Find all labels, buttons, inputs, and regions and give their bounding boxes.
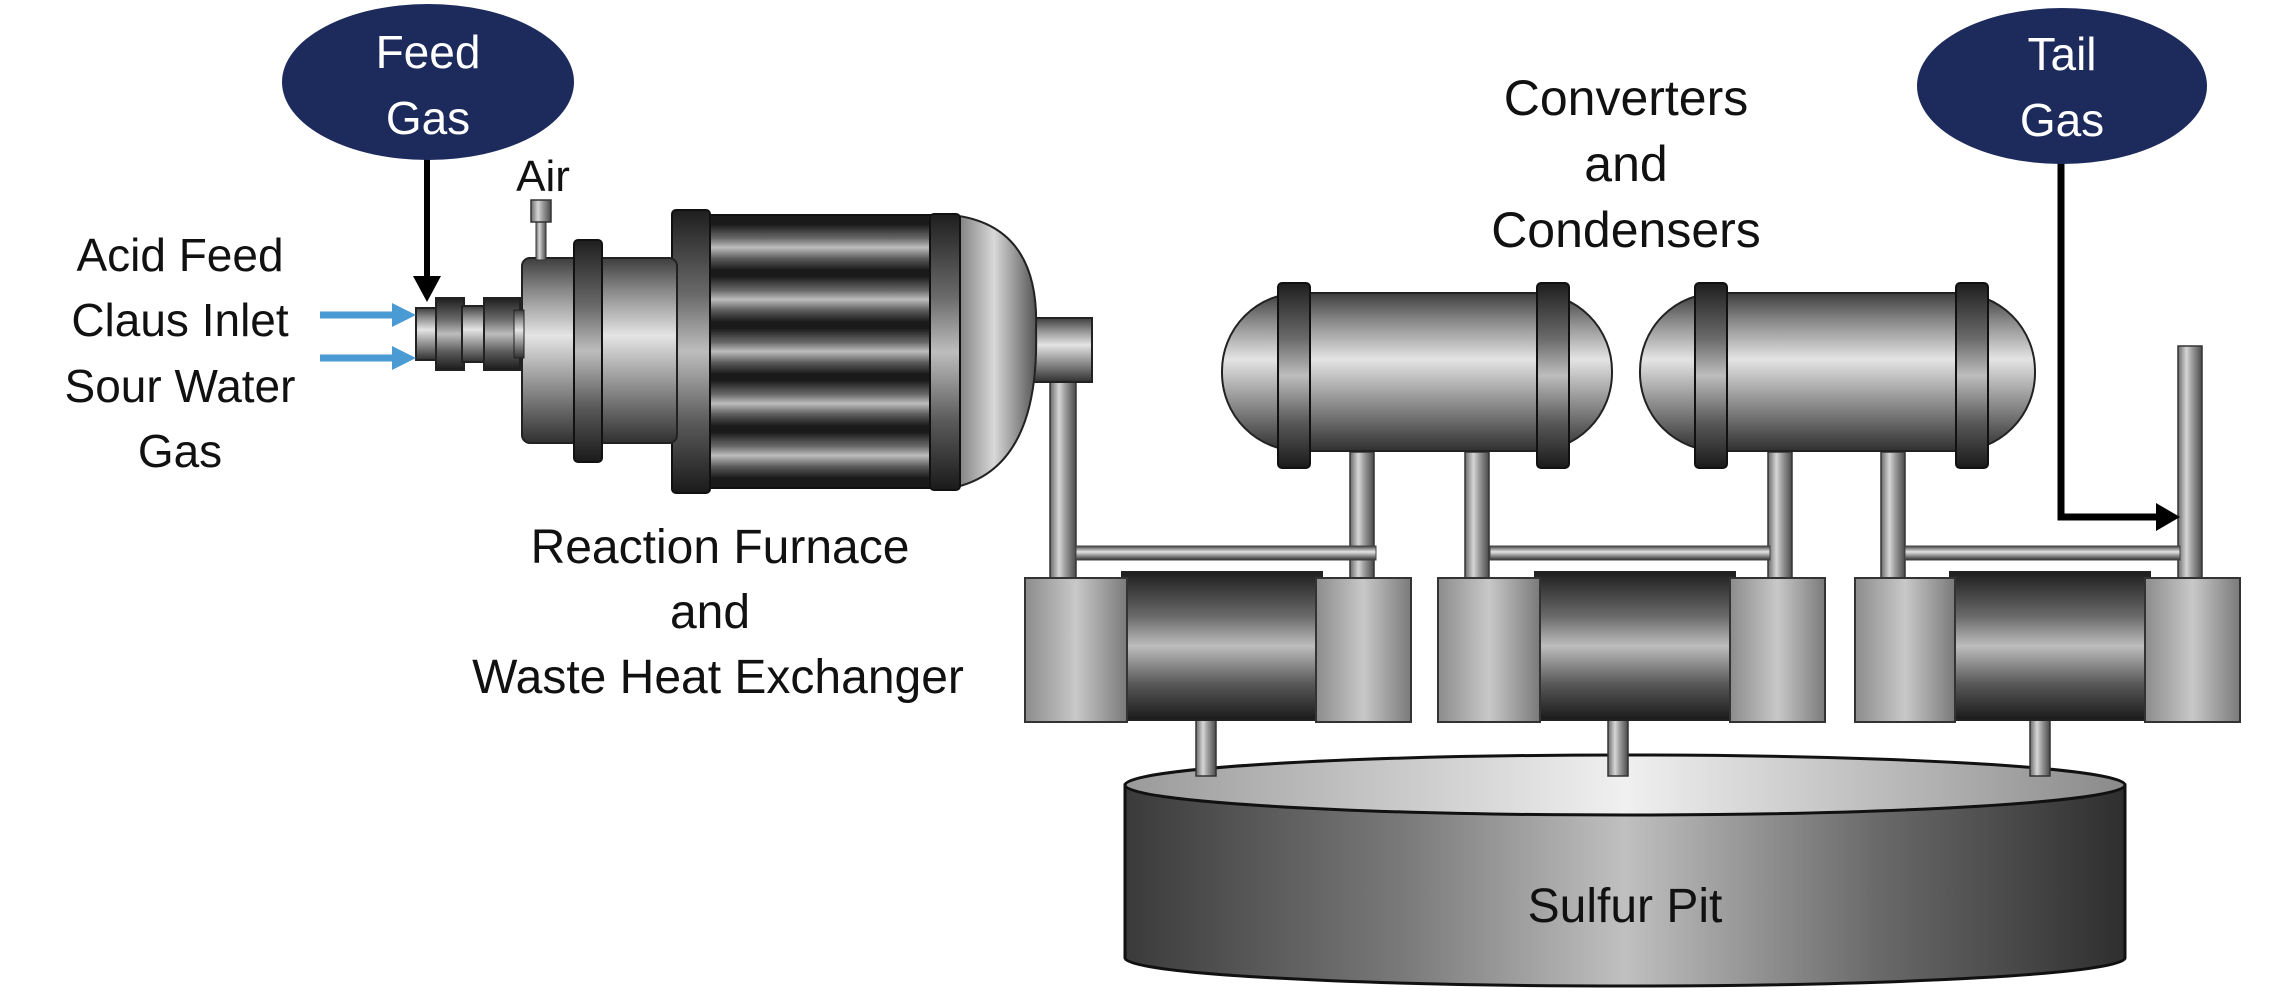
- inlet-arrows: [320, 303, 416, 370]
- furnace-label-line-2: and: [670, 586, 750, 639]
- tail-gas-flow-arrow: [2057, 160, 2180, 531]
- condenser-2: [1639, 282, 2036, 469]
- converter-2: [1437, 571, 1826, 723]
- inlet-labels: Acid Feed Claus Inlet Sour Water Gas: [65, 229, 296, 477]
- converter-3: [1854, 571, 2241, 723]
- sulfur-pit-label: Sulfur Pit: [1528, 880, 1723, 933]
- converters-labels: Converters and Condensers: [1491, 70, 1761, 258]
- inlet-label-sour-water: Sour Water: [65, 360, 296, 412]
- tail-gas-label-line-2: Gas: [2020, 94, 2104, 146]
- burner: [415, 297, 525, 371]
- inlet-label-acid-feed: Acid Feed: [76, 229, 283, 281]
- condenser-1: [1221, 282, 1613, 469]
- inlet-label-claus-inlet: Claus Inlet: [71, 294, 289, 346]
- furnace-label-line-3: Waste Heat Exchanger: [472, 651, 964, 704]
- feed-gas-label-line-1: Feed: [376, 26, 481, 78]
- inlet-label-gas: Gas: [138, 425, 222, 477]
- converters-label-line-2: and: [1584, 136, 1667, 192]
- air-label: Air: [516, 152, 570, 201]
- reaction-furnace: [415, 199, 1093, 494]
- feed-gas-flow-arrow: [413, 158, 441, 302]
- converters-label-line-1: Converters: [1504, 70, 1749, 126]
- sulfur-pit: Sulfur Pit: [1123, 753, 2127, 988]
- feed-gas-label-line-2: Gas: [386, 92, 470, 144]
- furnace-labels: Reaction Furnace and Waste Heat Exchange…: [472, 521, 964, 704]
- tail-gas-label-line-1: Tail: [2027, 28, 2096, 80]
- air-nozzle: [530, 199, 552, 261]
- furnace-label-line-1: Reaction Furnace: [531, 521, 910, 574]
- tail-gas-badge: Tail Gas: [1917, 8, 2207, 164]
- converter-1: [1024, 571, 1412, 723]
- converters-label-line-3: Condensers: [1491, 202, 1761, 258]
- sulfur-drain-pipes: [1195, 711, 2051, 777]
- feed-gas-badge: Feed Gas: [282, 4, 574, 160]
